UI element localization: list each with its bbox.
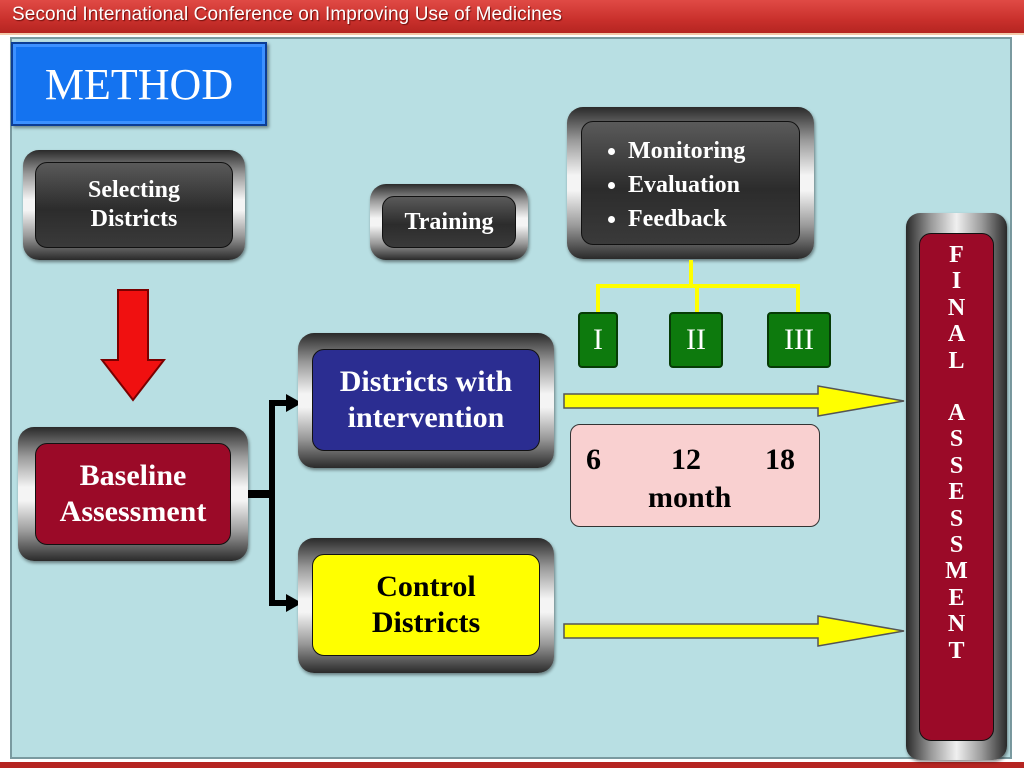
method-heading-text: METHOD — [44, 59, 234, 109]
feedback-item: Feedback — [628, 202, 745, 236]
assessment-letter: E — [948, 584, 965, 611]
control-text: Control Districts — [371, 570, 481, 639]
method-heading: METHOD — [11, 42, 267, 126]
final-letter: N — [947, 294, 966, 321]
months-box: 6 12 18 month — [570, 424, 820, 527]
phase-badge-1: I — [578, 312, 618, 368]
header-banner: Second International Conference on Impro… — [0, 0, 1024, 35]
training-box: Training — [382, 196, 516, 248]
final-assessment-frame: F I N A L A S S E S S M E N T — [906, 213, 1007, 760]
final-letter: I — [951, 268, 962, 295]
monitoring-item: Monitoring — [628, 134, 745, 168]
assessment-letter: A — [947, 400, 966, 427]
phase-label: II — [686, 323, 706, 356]
control-box: Control Districts — [312, 554, 540, 656]
monitoring-list: Monitoring Evaluation Feedback — [606, 134, 745, 236]
intervention-text: Districts with intervention — [339, 365, 513, 434]
month-unit: month — [648, 481, 732, 514]
phase-label: III — [784, 323, 814, 356]
assessment-letter: S — [949, 532, 964, 559]
final-letter: F — [949, 242, 964, 268]
red-down-arrow — [100, 289, 166, 402]
assessment-letter: S — [949, 505, 964, 532]
baseline-box: Baseline Assessment — [35, 443, 231, 545]
intervention-frame: Districts with intervention — [298, 333, 554, 468]
final-letter: L — [948, 347, 965, 374]
phase-badge-2: II — [669, 312, 723, 368]
control-frame: Control Districts — [298, 538, 554, 673]
conference-title: Second International Conference on Impro… — [12, 4, 563, 25]
final-word: F I N A L A S S E S S M E N T — [920, 242, 993, 664]
monitoring-box: Monitoring Evaluation Feedback — [581, 121, 800, 245]
selecting-districts-frame: Selecting Districts — [23, 150, 245, 260]
training-text: Training — [404, 208, 494, 235]
assessment-letter: E — [948, 479, 965, 506]
phase-connector — [596, 260, 800, 312]
month-18: 18 — [765, 443, 795, 476]
assessment-letter: S — [949, 452, 964, 479]
assessment-letter: N — [947, 611, 966, 638]
control-arrow — [563, 615, 905, 647]
phase-badge-3: III — [767, 312, 831, 368]
phase-label: I — [593, 323, 603, 356]
baseline-frame: Baseline Assessment — [18, 427, 248, 561]
assessment-letter: T — [948, 637, 965, 664]
final-assessment-box: F I N A L A S S E S S M E N T — [919, 233, 994, 741]
split-connector — [248, 394, 302, 612]
month-6: 6 — [586, 443, 601, 476]
evaluation-item: Evaluation — [628, 168, 745, 202]
monitoring-frame: Monitoring Evaluation Feedback — [567, 107, 814, 259]
assessment-letter: M — [945, 558, 968, 585]
baseline-text: Baseline Assessment — [59, 459, 207, 528]
intervention-arrow — [563, 385, 905, 417]
training-frame: Training — [370, 184, 528, 260]
assessment-letter: S — [949, 426, 964, 453]
bottom-strip — [0, 762, 1024, 768]
month-12: 12 — [671, 443, 701, 476]
word-gap — [920, 374, 993, 400]
selecting-districts-text: Selecting Districts — [88, 177, 180, 232]
selecting-districts-box: Selecting Districts — [35, 162, 233, 248]
final-letter: A — [947, 321, 966, 348]
intervention-box: Districts with intervention — [312, 349, 540, 451]
